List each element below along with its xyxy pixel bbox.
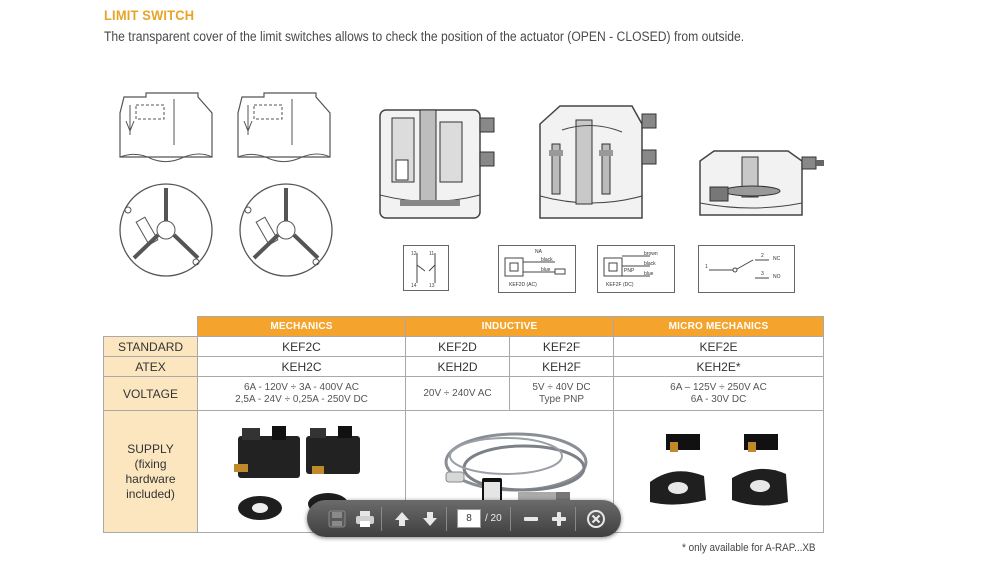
subtitle: The transparent cover of the limit switc… [104, 29, 745, 44]
photo-micro-switches [613, 410, 824, 533]
photo-inductive-sensors [405, 410, 614, 533]
nc-label: NC [773, 256, 781, 262]
mechanics-wiring-diagram: 12 11 14 13 [403, 245, 449, 291]
save-button[interactable] [325, 507, 349, 531]
supply-line2: (fixing [134, 456, 167, 471]
supply-line1: SUPPLY [127, 441, 174, 456]
voltage-mechanics-line1: 6A - 120V ÷ 3A - 400V AC [243, 381, 359, 393]
mechanics-housing-side-1 [119, 92, 213, 163]
cell-atex-inductive-d: KEH2D [405, 356, 510, 377]
voltage-micro-line1: 6A – 125V ÷ 250V AC [670, 381, 767, 393]
close-icon [586, 509, 605, 528]
header-blank [104, 317, 198, 337]
row-label-supply: SUPPLY (fixing hardware included) [103, 410, 198, 533]
black-wire-label-d: black [541, 257, 553, 263]
save-icon [328, 510, 346, 527]
brown-wire-label: brown [644, 251, 658, 257]
kef2f-wiring-diagram: brown black blue PNP KEF2F (DC) [597, 245, 675, 293]
voltage-inductive-f-line2: Type PNP [538, 393, 585, 405]
blue-wire-label-f: blue [644, 271, 654, 277]
toolbar-separator [509, 506, 511, 531]
cell-atex-inductive-f: KEH2F [509, 356, 614, 377]
kef2f-caption: KEF2F (DC) [606, 282, 634, 288]
page-total: / 20 [485, 513, 502, 524]
pnp-label: PNP [624, 268, 635, 274]
toolbar-separator [381, 506, 382, 531]
no-label: NO [773, 274, 781, 280]
title: LIMIT SWITCH [104, 7, 195, 23]
voltage-micro-line2: 6A - 30V DC [690, 393, 747, 405]
toolbar-separator [574, 506, 576, 531]
toolbar-separator [446, 506, 447, 531]
header-inductive: INDUCTIVE [405, 316, 614, 337]
technical-drawings: 12 11 14 13 NA black blue KEF2D (AC) bro… [100, 85, 840, 300]
arrow-up-icon [395, 511, 409, 526]
cell-standard-inductive-d: KEF2D [405, 336, 510, 357]
cell-standard-mechanics: KEF2C [197, 336, 406, 357]
supply-line3: hardware [125, 471, 176, 486]
page-number-input[interactable] [457, 509, 481, 528]
black-wire-label-f: black [644, 261, 656, 267]
svg-text:12: 12 [411, 251, 417, 257]
cell-standard-micro: KEF2E [613, 336, 824, 357]
mechanics-top-view-1 [119, 183, 213, 277]
kef2d-wiring-diagram: NA black blue KEF2D (AC) [498, 245, 576, 293]
kef2d-caption: KEF2D (AC) [509, 282, 537, 288]
footnote: * only available for A-RAP...XB [682, 542, 816, 554]
cell-voltage-inductive-d: 20V ÷ 240V AC [405, 376, 510, 411]
micro-wiring-diagram: 1 2 3 NC NO [698, 245, 795, 293]
table-header-row: MECHANICS INDUCTIVE MICRO MECHANICS [104, 316, 824, 337]
mechanics-housing-side-2 [237, 92, 331, 163]
print-button[interactable] [353, 507, 377, 531]
table-row: SUPPLY (fixing hardware included) [103, 410, 824, 533]
next-page-button[interactable] [418, 507, 442, 531]
table-row: VOLTAGE 6A - 120V ÷ 3A - 400V AC 2,5A - … [103, 376, 824, 411]
contact-1-label: 1 [705, 264, 708, 270]
header-mechanics: MECHANICS [197, 316, 406, 337]
svg-text:14: 14 [411, 283, 417, 289]
inductive-housing-1 [379, 109, 495, 219]
zoom-in-button[interactable] [547, 507, 571, 531]
print-icon [356, 510, 374, 527]
inductive-housing-2 [539, 105, 657, 219]
cell-voltage-mechanics: 6A - 120V ÷ 3A - 400V AC 2,5A - 24V ÷ 0,… [197, 376, 406, 411]
zoom-out-button[interactable] [519, 507, 543, 531]
close-button[interactable] [584, 507, 608, 531]
previous-page-button[interactable] [390, 507, 414, 531]
cell-atex-mechanics: KEH2C [197, 356, 406, 377]
cell-standard-inductive-f: KEF2F [509, 336, 614, 357]
svg-text:13: 13 [429, 283, 435, 289]
cell-voltage-inductive-f: 5V ÷ 40V DC Type PNP [509, 376, 614, 411]
contact-3-label: 3 [761, 271, 764, 277]
voltage-inductive-f-line1: 5V ÷ 40V DC [532, 381, 591, 393]
spec-table: MECHANICS INDUCTIVE MICRO MECHANICS STAN… [103, 316, 824, 533]
row-label-voltage: VOLTAGE [103, 376, 198, 411]
cell-voltage-micro: 6A – 125V ÷ 250V AC 6A - 30V DC [613, 376, 824, 411]
cell-atex-micro: KEH2E* [613, 356, 824, 377]
viewer-toolbar: / 20 [307, 500, 621, 537]
svg-text:11: 11 [429, 251, 434, 257]
table-row: STANDARD KEF2C KEF2D KEF2F KEF2E [103, 336, 824, 357]
blue-wire-label-d: blue [541, 267, 551, 273]
mechanics-top-view-2 [239, 183, 333, 277]
contact-2-label: 2 [761, 253, 764, 259]
arrow-down-icon [423, 511, 437, 526]
na-label: NA [535, 249, 542, 255]
minus-icon [523, 516, 538, 521]
supply-line4: included) [126, 486, 175, 501]
micro-mechanics-housing [699, 150, 824, 216]
voltage-mechanics-line2: 2,5A - 24V ÷ 0,25A - 250V DC [235, 393, 368, 405]
table-row: ATEX KEH2C KEH2D KEH2F KEH2E* [103, 356, 824, 377]
row-label-atex: ATEX [103, 356, 198, 377]
plus-icon [551, 511, 566, 526]
header-micro-mechanics: MICRO MECHANICS [613, 316, 824, 337]
row-label-standard: STANDARD [103, 336, 198, 357]
